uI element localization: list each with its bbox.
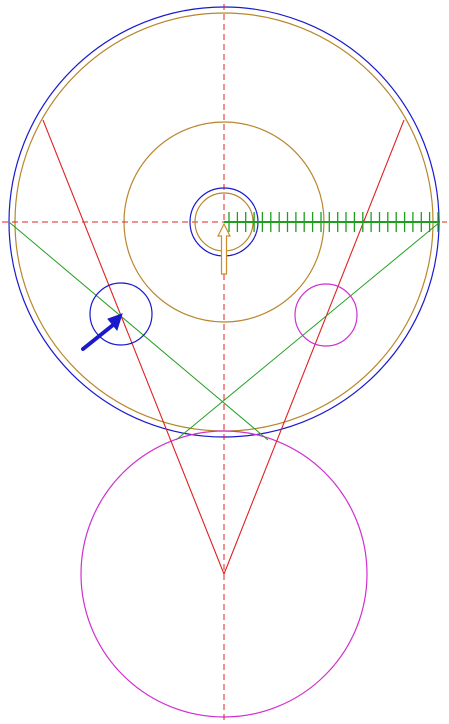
magenta-marker-circle[interactable] (294, 283, 358, 347)
blue-marker-circle[interactable] (89, 282, 153, 346)
vertical-outline-arrow-icon (217, 222, 231, 275)
red-line-left (42, 119, 225, 575)
indicator-arrow-shape (217, 222, 231, 275)
blue-pointer-arrow-icon[interactable] (81, 313, 123, 351)
green-line-left (8, 221, 269, 441)
pointer-arrow-shaft (81, 323, 115, 351)
pointer-arrow-head (107, 313, 123, 332)
red-line-right (223, 119, 405, 575)
green-scale (224, 212, 440, 232)
green-line-right (175, 221, 441, 441)
